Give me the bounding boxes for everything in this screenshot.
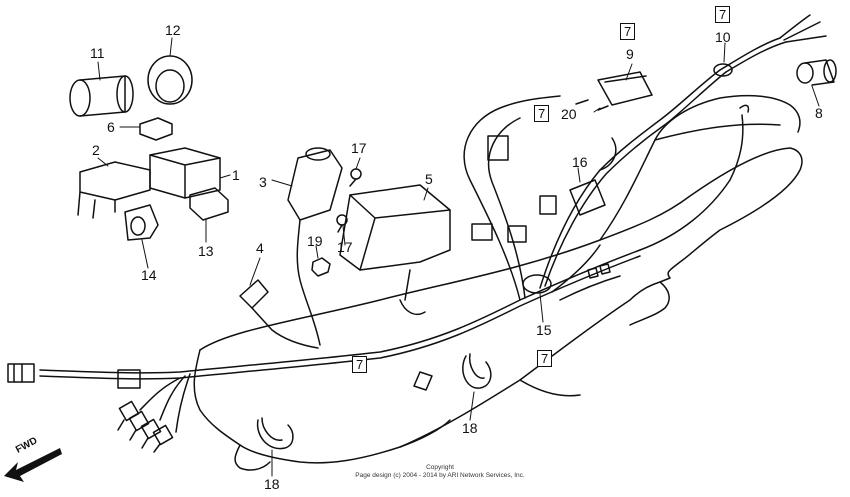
fwd-arrow-icon: [4, 448, 62, 482]
copyright-notice: Copyright Page design (c) 2004 - 2014 by…: [340, 464, 540, 480]
callout-17a: 17: [351, 140, 367, 156]
callout-10: 10: [715, 29, 731, 45]
callout-17b: 17: [337, 239, 353, 255]
connector-bracket-16: [540, 180, 605, 215]
callout-18a: 18: [264, 476, 280, 492]
grommet-15: [523, 275, 551, 293]
callout-14: 14: [141, 267, 157, 283]
ref-box-7-a: 7: [620, 23, 636, 40]
terminal-20: [576, 100, 608, 110]
bracket-5: [340, 185, 450, 314]
callout-12: 12: [165, 22, 181, 38]
ref-box-7-b: 7: [715, 6, 731, 23]
frame-outline: [194, 96, 802, 470]
callout-19: 19: [307, 233, 323, 249]
callout-9: 9: [626, 46, 634, 62]
callout-20: 20: [561, 106, 577, 122]
callout-4: 4: [256, 240, 264, 256]
harness-connectors: [414, 105, 748, 390]
relay-cylinder-11: [70, 76, 133, 116]
cover-12: [148, 56, 192, 104]
callout-8: 8: [815, 105, 823, 121]
callout-6: 6: [107, 119, 115, 135]
callout-2: 2: [92, 142, 100, 158]
band-clamp-18: [258, 354, 491, 449]
leader-lines: [98, 38, 819, 476]
ref-box-7-e: 7: [537, 350, 553, 367]
ref-box-7-d: 7: [352, 356, 368, 373]
clamp-10: [714, 64, 732, 76]
rubber-cap-8: [797, 60, 836, 85]
callout-16: 16: [572, 154, 588, 170]
holder-9: [598, 72, 652, 105]
callout-3: 3: [259, 174, 267, 190]
relay-box-1: [150, 148, 220, 198]
callout-15: 15: [536, 322, 552, 338]
callout-1: 1: [232, 167, 240, 183]
small-relay-6: [140, 118, 172, 140]
ignition-coil-3: [288, 148, 342, 345]
left-connectors: [8, 364, 173, 452]
callout-11: 11: [90, 45, 105, 61]
callout-13: 13: [198, 243, 214, 259]
copyright-line-1: Copyright: [426, 464, 454, 471]
small-box-13: [190, 188, 228, 220]
bracket-2: [78, 162, 150, 218]
callout-5: 5: [425, 171, 433, 187]
copyright-line-2: Page design (c) 2004 - 2014 by ARI Netwo…: [355, 472, 525, 479]
rubber-14: [125, 205, 158, 240]
callout-18b: 18: [462, 420, 478, 436]
plug-cap-4: [240, 280, 318, 348]
nut-19: [312, 258, 330, 276]
ref-box-7-c: 7: [534, 105, 550, 122]
